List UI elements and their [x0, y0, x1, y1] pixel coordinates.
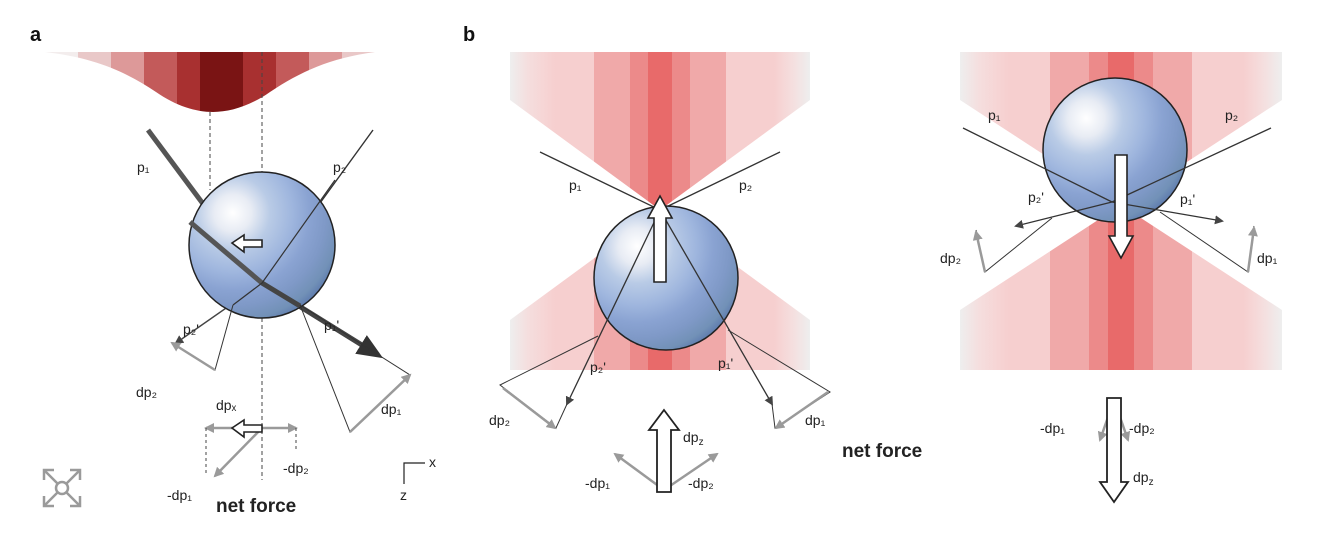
label-dpx: dpₓ — [216, 397, 237, 413]
label-neg-dp1-a: -dp₁ — [167, 487, 192, 503]
ray-p1-prime-b-right — [1111, 201, 1224, 225]
ray-p2-prime-b — [565, 209, 661, 406]
label-p2-prime-b: p₂' — [590, 359, 606, 375]
ray-p1-b-right — [962, 127, 1113, 203]
label-neg-dp1-b: -dp₁ — [585, 475, 610, 491]
panel-label-a: a — [30, 24, 42, 46]
label-dp2-a: dp₂ — [136, 384, 157, 400]
label-neg-dp2-b-right: -dp₂ — [1129, 420, 1155, 436]
label-neg-dp1-b-right: -dp₁ — [1040, 420, 1065, 436]
ray-p2-b-right — [1111, 127, 1272, 203]
label-p2-prime-a: p₂' — [183, 321, 199, 337]
label-dpz-subscript: z — [699, 437, 704, 448]
label-p2-a: p₂ — [333, 159, 346, 175]
label-p1-b-right: p₁ — [988, 107, 1001, 123]
panel-label-b: b — [463, 24, 475, 46]
dp1-vector-b-right — [1246, 226, 1258, 273]
net-force-arrow-down — [1107, 154, 1135, 260]
expand-icon[interactable] — [42, 468, 82, 508]
net-force-arrow-small — [230, 233, 263, 254]
label-dp1-b-right: dp₁ — [1257, 250, 1278, 266]
ray-p2-b — [659, 151, 781, 211]
label-dpz-subscript-right: z — [1149, 477, 1154, 488]
axis-x-label: x — [429, 454, 436, 470]
ray-p2-inside-sphere — [261, 179, 336, 284]
label-neg-dp2-b: -dp₂ — [688, 475, 714, 491]
dp2-triangle — [171, 304, 234, 371]
ray-p1-inside-sphere — [188, 220, 264, 285]
ray-p1-prime-b — [659, 209, 773, 406]
label-dpz-b-right: dpz — [1133, 469, 1154, 488]
neg-dp1-vector — [213, 427, 263, 478]
label-p1-prime-b: p₁' — [718, 355, 733, 371]
gaussian-beam-profile — [45, 52, 375, 112]
label-dp2-b: dp₂ — [489, 412, 510, 428]
dp1-vector-b — [774, 390, 829, 430]
ray-p1-b — [539, 151, 661, 211]
label-neg-dp2-a: -dp₂ — [283, 460, 309, 476]
neg-dp2-vector-b — [663, 452, 719, 492]
axes-indicator — [403, 462, 425, 484]
neg-dp1-vector-b — [613, 452, 665, 492]
ray-p2-prime-b-right — [1014, 201, 1113, 229]
label-p1-prime-a: p₁' — [324, 317, 339, 333]
dp2-vector-b-right — [972, 230, 987, 273]
ray-p1-exit-segment — [260, 280, 302, 309]
axis-z-label: z — [400, 487, 407, 503]
dp2-vector — [170, 341, 216, 372]
label-p2-prime-b-right: p₂' — [1028, 189, 1044, 205]
label-p1-prime-b-right: p₁' — [1180, 191, 1195, 207]
label-dp2-b-right: dp₂ — [940, 250, 961, 266]
ray-p2-exit-segment — [232, 282, 263, 306]
dp1-vector — [349, 373, 412, 433]
label-dp1-b: dp₁ — [805, 412, 826, 428]
label-p1-b: p₁ — [569, 177, 582, 193]
label-dpz-b: dpz — [683, 429, 704, 448]
net-force-arrow-b-right — [1098, 397, 1130, 504]
label-net-force-a: net force — [216, 496, 296, 517]
label-p2-b-right: p₂ — [1225, 107, 1238, 123]
label-p2-b: p₂ — [739, 177, 752, 193]
net-force-arrow-b-left — [647, 408, 681, 493]
dp2-vector-b — [502, 387, 557, 430]
net-force-arrow-a — [230, 418, 263, 439]
label-dp1-a: dp₁ — [381, 401, 402, 417]
label-net-force-b: net force — [842, 441, 922, 462]
net-force-arrow-up — [646, 194, 674, 283]
label-p1-a: p₁ — [137, 159, 150, 175]
